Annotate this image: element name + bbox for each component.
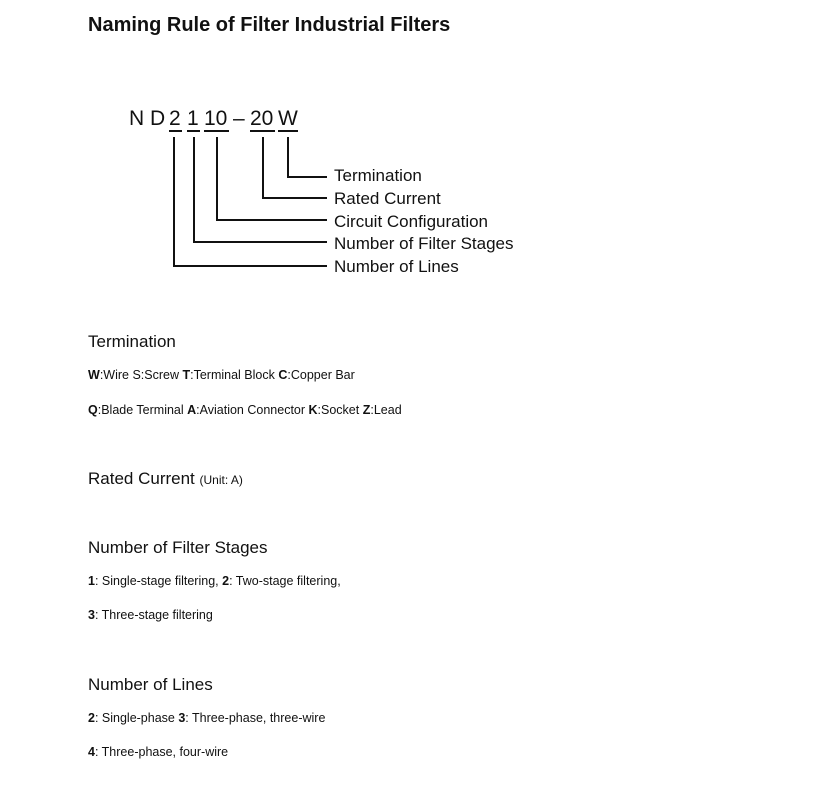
desc-three-stage: : Three-stage filtering	[94, 608, 213, 622]
underline-lines	[169, 130, 182, 132]
code-z: Z	[362, 403, 371, 417]
code-char-termination: W	[278, 107, 298, 130]
desc-three-phase-four-wire: : Three-phase, four-wire	[94, 745, 229, 759]
desc-two-stage: : Two-stage filtering,	[229, 574, 341, 588]
leader-stages-horizontal	[193, 241, 327, 243]
underline-circuit	[204, 130, 229, 132]
leader-current-vertical	[262, 137, 264, 199]
code-q: Q	[88, 403, 98, 417]
leader-termination-vertical	[287, 137, 289, 178]
lines-heading: Number of Lines	[88, 675, 213, 694]
leader-termination-horizontal	[287, 176, 327, 178]
leader-lines-vertical	[173, 137, 175, 267]
underline-termination	[278, 130, 298, 132]
desc-three-phase-three-wire: : Three-phase, three-wire	[185, 711, 326, 725]
filter-stages-heading: Number of Filter Stages	[88, 538, 268, 557]
desc-blade-terminal: :Blade Terminal	[97, 403, 188, 417]
page-title: Naming Rule of Filter Industrial Filters	[88, 14, 451, 36]
code-char-stages: 1	[187, 107, 199, 130]
code-char-n: N	[129, 107, 145, 130]
desc-lead: :Lead	[370, 403, 402, 417]
label-number-of-lines: Number of Lines	[334, 257, 459, 276]
code-a: A	[187, 403, 197, 417]
code-2: 2	[222, 574, 230, 588]
desc-single-stage: : Single-stage filtering,	[94, 574, 223, 588]
label-rated-current: Rated Current	[334, 189, 441, 208]
code-char-circuit: 10	[204, 107, 228, 130]
leader-circuit-vertical	[216, 137, 218, 221]
code-3: 3	[88, 608, 95, 622]
code-t: T	[182, 368, 191, 382]
leader-lines-horizontal	[173, 265, 327, 267]
leader-current-horizontal	[262, 197, 327, 199]
termination-heading: Termination	[88, 332, 176, 351]
code-s: S	[132, 368, 141, 382]
rated-current-title: Rated Current	[88, 469, 195, 488]
rated-current-unit: (Unit: A)	[199, 473, 243, 487]
termination-line-1: W:Wire S:Screw T:Terminal Block C:Copper…	[88, 368, 355, 382]
leader-circuit-horizontal	[216, 219, 327, 221]
desc-wire: :Wire	[99, 368, 133, 382]
code-char-d: D	[150, 107, 166, 130]
leader-stages-vertical	[193, 137, 195, 243]
code-c: C	[278, 368, 288, 382]
code-k: K	[308, 403, 318, 417]
code-w: W	[88, 368, 100, 382]
filter-stages-line-1: 1: Single-stage filtering, 2: Two-stage …	[88, 574, 341, 588]
lines-line-1: 2: Single-phase 3: Three-phase, three-wi…	[88, 711, 325, 725]
code-char-dash: –	[233, 107, 245, 130]
label-number-of-filter-stages: Number of Filter Stages	[334, 234, 514, 253]
desc-screw: :Screw	[140, 368, 183, 382]
code-2-lines: 2	[88, 711, 95, 725]
code-char-lines: 2	[169, 107, 181, 130]
code-4-lines: 4	[88, 745, 95, 759]
code-char-current: 20	[250, 107, 274, 130]
desc-aviation-connector: :Aviation Connector	[196, 403, 309, 417]
code-1: 1	[88, 574, 95, 588]
lines-line-2: 4: Three-phase, four-wire	[88, 745, 228, 759]
label-circuit-configuration: Circuit Configuration	[334, 212, 489, 231]
filter-stages-line-2: 3: Three-stage filtering	[88, 608, 213, 622]
underline-current	[250, 130, 275, 132]
label-termination: Termination	[334, 166, 422, 185]
code-3-lines: 3	[178, 711, 186, 725]
desc-copper-bar: :Copper Bar	[287, 368, 355, 382]
desc-terminal-block: :Terminal Block	[190, 368, 279, 382]
underline-stages	[187, 130, 200, 132]
desc-single-phase: : Single-phase	[94, 711, 179, 725]
termination-line-2: Q:Blade Terminal A:Aviation Connector K:…	[88, 403, 402, 417]
desc-socket: :Socket	[317, 403, 363, 417]
rated-current-heading: Rated Current (Unit: A)	[88, 469, 243, 489]
